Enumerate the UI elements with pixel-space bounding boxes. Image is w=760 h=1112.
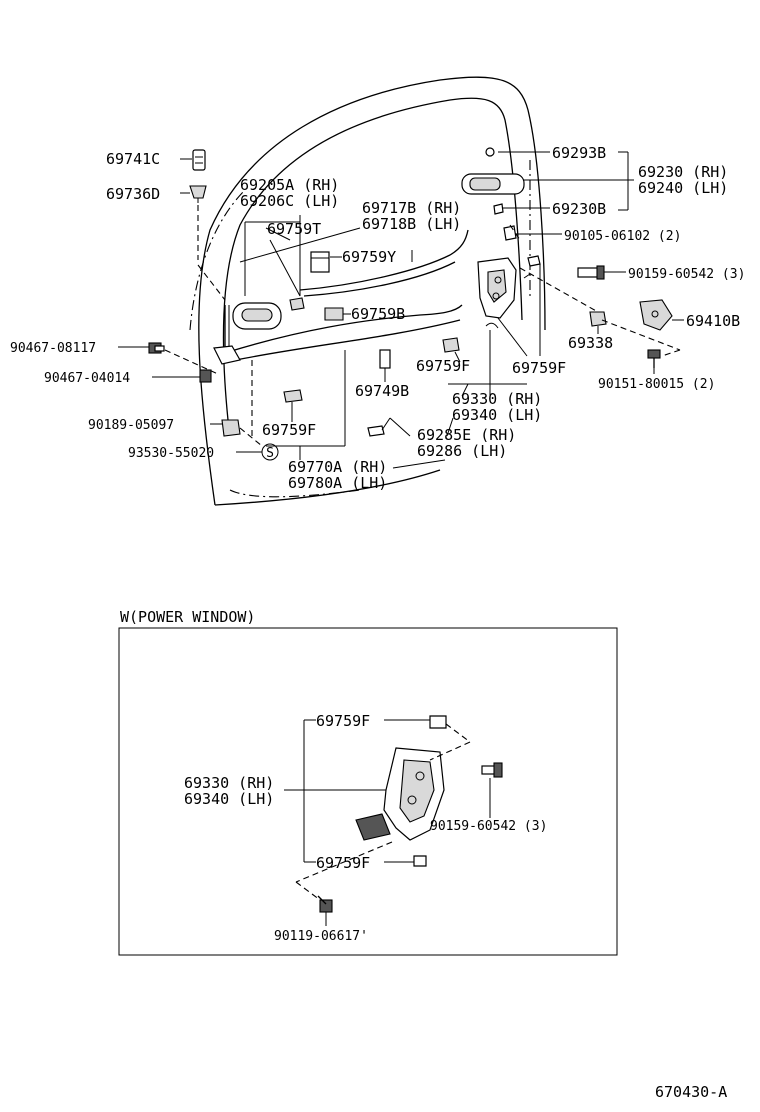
inset-lock-icon (355, 715, 447, 867)
inset-title: W(POWER WINDOW) (120, 608, 255, 626)
inset-screw-icon (317, 895, 333, 913)
label-69240: 69240 (LH) (638, 179, 728, 197)
inset-label-69759F-bottom: 69759F (316, 854, 370, 872)
label-69340: 69340 (LH) (452, 406, 542, 424)
dashed-assembly-lines (164, 205, 681, 447)
label-69759B: 69759B (351, 305, 405, 323)
label-69230B: 69230B (552, 200, 606, 218)
rod-assembly-icon (213, 229, 469, 365)
inset-label-69759F-top: 69759F (316, 712, 370, 730)
label-90151: 90151-80015 (2) (598, 377, 715, 392)
label-90467b: 90467-04014 (44, 371, 130, 386)
label-69330: 69330 (RH) (452, 390, 542, 408)
clip-69285E-icon (367, 417, 391, 437)
striker-69410B-icon (639, 299, 673, 331)
bolt-90151-icon (647, 349, 661, 368)
label-90467a: 90467-08117 (10, 341, 96, 356)
label-69759F-mid: 69759F (416, 357, 470, 375)
label-69759Y: 69759Y (342, 248, 396, 266)
leader-lines (118, 151, 684, 469)
bolt-90467a-icon (148, 342, 165, 354)
label-69718B: 69718B (LH) (362, 215, 461, 233)
clip-69338-icon (589, 311, 607, 327)
label-69736D: 69736D (106, 185, 160, 203)
symbol-s-label: S (266, 446, 274, 461)
door-lock-icon (477, 255, 541, 329)
inset-label-69330: 69330 (RH) (184, 774, 274, 792)
label-69285E: 69285E (RH) (417, 426, 516, 444)
outside-handle-icon (461, 147, 525, 241)
inset-power-window: W(POWER WINDOW) (118, 608, 618, 956)
label-69759F-right: 69759F (512, 359, 566, 377)
inside-handle-icon (232, 222, 301, 330)
clip-69759T-icon (289, 297, 305, 311)
label-69741C: 69741C (106, 150, 160, 168)
label-69230: 69230 (RH) (638, 163, 728, 181)
label-90105: 90105-06102 (2) (564, 229, 681, 244)
clip-69741C-icon (192, 149, 206, 171)
clip-69736D-icon (189, 185, 207, 203)
label-69206C: 69206C (LH) (240, 192, 339, 210)
inset-bolt-icon (481, 762, 503, 778)
label-69759T: 69759T (267, 220, 321, 238)
label-93530: 93530-55020 (128, 446, 214, 461)
clip-69759B-icon (324, 307, 344, 321)
clip-69759F-mid-icon (442, 337, 460, 353)
symbol-S: S (261, 443, 279, 461)
clip-69749B-icon (379, 349, 391, 376)
label-90189: 90189-05097 (88, 418, 174, 433)
clip-90189-icon (221, 419, 241, 437)
label-90159: 90159-60542 (3) (628, 267, 745, 282)
inset-label-69340: 69340 (LH) (184, 790, 274, 808)
inset-label-90119: 90119-06617' (274, 929, 368, 944)
bolt-90159-icon (577, 265, 605, 280)
label-69759F-left: 69759F (262, 421, 316, 439)
label-69286: 69286 (LH) (417, 442, 507, 460)
part-labels: 69741C 69736D 69205A (RH) 69206C (LH) 69… (10, 144, 745, 492)
label-69293B: 69293B (552, 144, 606, 162)
footer-code: 670430-A (655, 1083, 727, 1101)
label-69770A: 69770A (RH) (288, 458, 387, 476)
inset-label-90159: 90159-60542 (3) (430, 819, 547, 834)
clip-69759Y-icon (310, 251, 330, 273)
label-69780A: 69780A (LH) (288, 474, 387, 492)
bolt-90467b-icon (199, 369, 212, 383)
label-69338: 69338 (568, 334, 613, 352)
label-69749B: 69749B (355, 382, 409, 400)
label-69717B: 69717B (RH) (362, 199, 461, 217)
label-69410B: 69410B (686, 312, 740, 330)
label-69205A: 69205A (RH) (240, 176, 339, 194)
clip-69759F-left-icon (283, 389, 303, 403)
